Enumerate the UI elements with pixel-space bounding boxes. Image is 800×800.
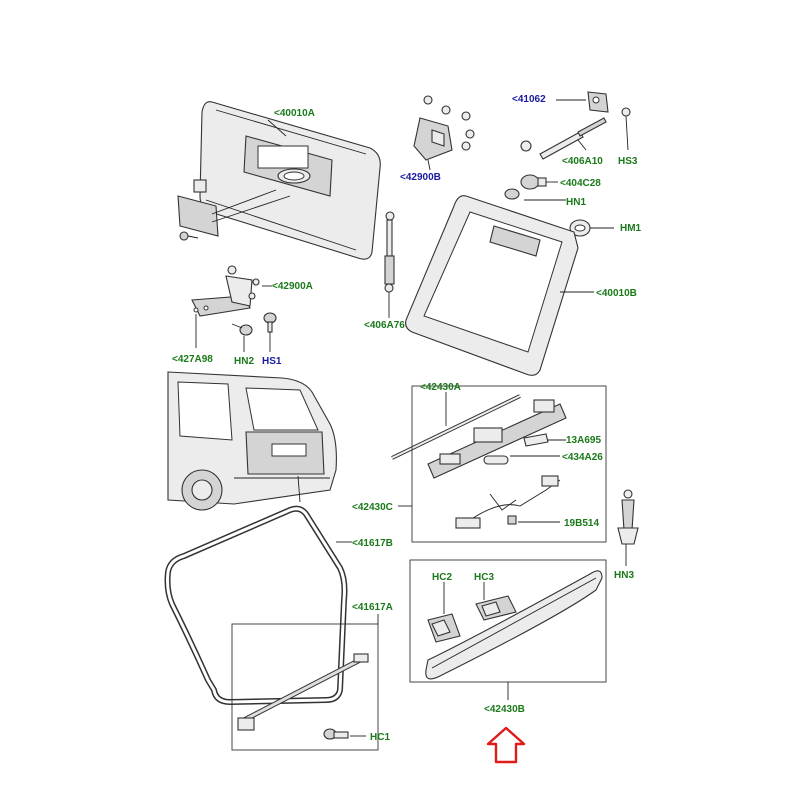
label-HC2: HC2 — [432, 572, 452, 583]
label-42900B: <42900B — [400, 172, 441, 183]
label-41617B: <41617B — [352, 538, 393, 549]
label-427A98: <427A98 — [172, 354, 213, 365]
vehicle-rear-view — [167, 371, 337, 511]
label-HS1: HS1 — [262, 356, 282, 367]
hinge-42900B — [413, 95, 475, 161]
tailgate-seal-41617B — [164, 505, 348, 706]
lock-bracket — [177, 179, 219, 241]
lower-tailgate-frame — [405, 195, 579, 376]
assembly-box-41617A — [231, 623, 379, 751]
label-406A76: <406A76 — [364, 320, 405, 331]
label-42900A: <42900A — [272, 281, 313, 292]
buffer-404C28 — [520, 174, 547, 190]
assembly-box-42430C — [411, 385, 607, 543]
label-40010A: <40010A — [274, 108, 315, 119]
label-41062: <41062 — [512, 94, 546, 105]
gas-strut-406A10 — [520, 117, 607, 160]
strut-bracket-41062 — [587, 91, 631, 151]
hinge-42900A — [191, 265, 260, 317]
part-labels: <40010A <42900B <41062 <406A10 HS3 <404C… — [172, 94, 642, 743]
up-arrow-icon[interactable] — [486, 726, 526, 764]
label-42430B: <42430B — [484, 704, 525, 715]
label-40010B: <40010B — [596, 288, 637, 299]
label-HN3: HN3 — [614, 570, 634, 581]
label-HC1: HC1 — [370, 732, 390, 743]
label-HM1: HM1 — [620, 223, 642, 234]
nut-HN1 — [504, 188, 520, 200]
label-434A26: <434A26 — [562, 452, 603, 463]
clip-HC2 — [427, 613, 461, 643]
label-HN1: HN1 — [566, 197, 586, 208]
label-404C28: <404C28 — [560, 178, 601, 189]
tailgate-finisher-42430B — [425, 570, 603, 680]
seal-strip-41617A — [237, 653, 369, 731]
label-HS3: HS3 — [618, 156, 638, 167]
number-plate-lamp-assembly — [427, 399, 567, 479]
label-42430A: <42430A — [420, 382, 461, 393]
clip-HC1 — [323, 728, 349, 740]
screw-HS1 — [263, 312, 277, 333]
label-406A10: <406A10 — [562, 156, 603, 167]
label-HC3: HC3 — [474, 572, 494, 583]
label-13A695: 13A695 — [566, 435, 601, 446]
gas-strut-406A76 — [384, 211, 395, 293]
upper-tailgate-panel — [199, 101, 381, 260]
clip-HN3 — [617, 489, 639, 545]
label-HN2: HN2 — [234, 356, 254, 367]
nut-HN2 — [239, 324, 253, 336]
label-42430C: <42430C — [352, 502, 393, 513]
clip-HC3 — [475, 595, 517, 621]
label-41617A: <41617A — [352, 602, 393, 613]
switch-434A26 — [483, 455, 509, 465]
harness-19B514 — [455, 475, 561, 529]
bulb-13A695 — [523, 433, 549, 447]
label-19B514: 19B514 — [564, 518, 599, 529]
